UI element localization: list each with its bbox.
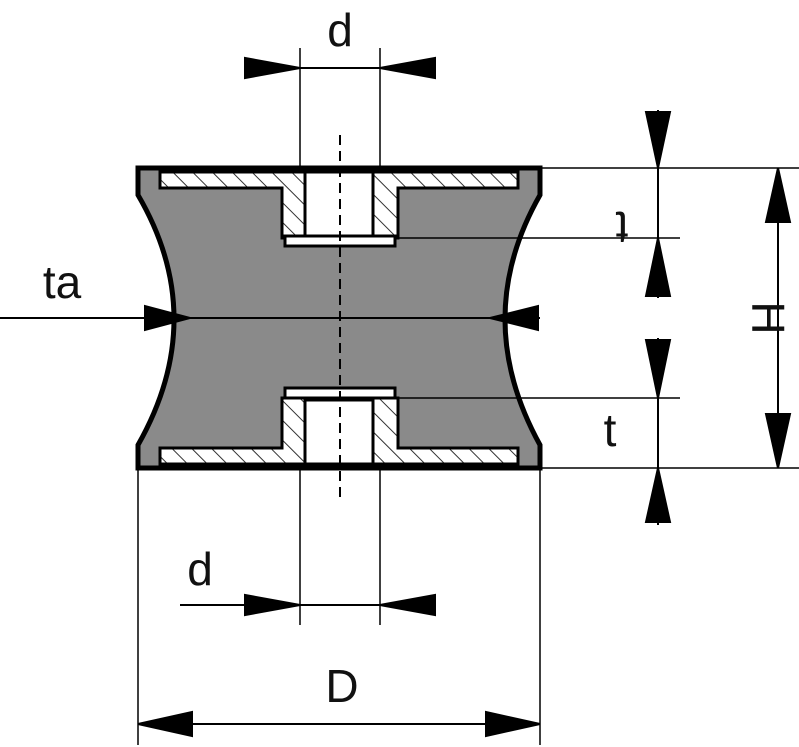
d-top-dimension: [244, 56, 436, 80]
t-top-label: t: [615, 202, 628, 254]
t-bottom-dimension: [644, 338, 672, 525]
ta-label: ta: [43, 256, 82, 308]
D-label: D: [325, 660, 358, 712]
d-top-label: d: [327, 4, 353, 56]
t-top-dimension: [644, 110, 672, 298]
d-bottom-label: d: [187, 543, 213, 595]
H-label: H: [742, 301, 794, 334]
t-bottom-label: t: [604, 404, 617, 456]
H-dimension: [764, 167, 792, 469]
ta-dimension: [0, 304, 540, 332]
d-bottom-dimension: [180, 593, 436, 617]
right-extension-lines: [395, 167, 799, 469]
D-extension-lines: [137, 468, 541, 745]
D-dimension: [137, 710, 541, 738]
